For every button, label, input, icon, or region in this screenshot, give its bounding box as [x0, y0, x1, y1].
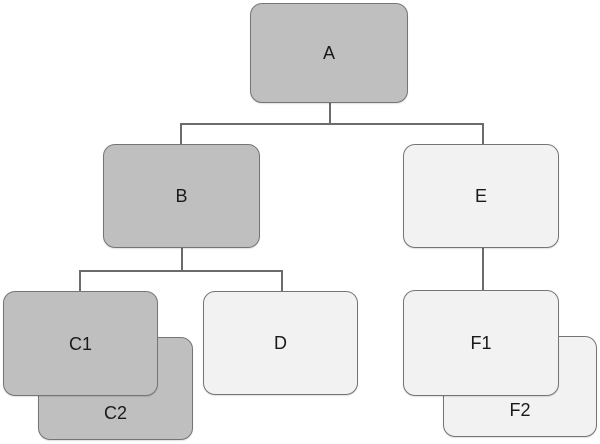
- node-a-label: A: [322, 43, 335, 63]
- connector-drop-e: [482, 123, 484, 145]
- node-c1: C1: [3, 291, 158, 396]
- connector-drop-d: [281, 270, 283, 292]
- connector-e-f1: [482, 248, 484, 291]
- node-e: E: [403, 144, 559, 248]
- node-f2-label: F2: [509, 400, 531, 420]
- connector-drop-b: [180, 123, 182, 145]
- connector-drop-c1: [79, 270, 81, 292]
- node-a: A: [250, 3, 408, 103]
- node-b-label: B: [175, 186, 188, 206]
- node-c2-label: C2: [103, 403, 127, 423]
- node-b: B: [103, 144, 260, 248]
- connector-a-branch: [180, 123, 483, 125]
- node-d-label: D: [274, 333, 287, 353]
- connector-b-stem: [181, 248, 183, 271]
- connector-b-branch: [79, 270, 282, 272]
- node-e-label: E: [474, 186, 487, 206]
- node-d: D: [203, 291, 358, 395]
- node-f1: F1: [403, 290, 559, 396]
- connector-a-stem: [329, 102, 331, 124]
- node-c1-label: C1: [68, 333, 92, 354]
- node-f1-label: F1: [470, 333, 492, 353]
